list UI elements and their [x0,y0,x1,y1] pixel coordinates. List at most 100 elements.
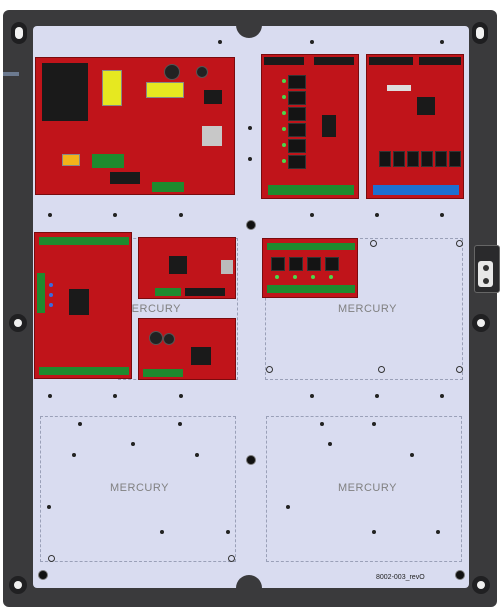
latch-plate [478,261,493,287]
standoff-hole [113,213,117,217]
mercury-zone [266,416,462,562]
relay [407,151,419,167]
mercury-zone [265,238,463,380]
status-led [282,127,286,131]
bottom-notch [236,575,262,589]
heatsink [42,63,88,121]
relay [288,139,306,153]
terminal-block [267,243,355,250]
terminal-block [373,185,459,195]
connector [314,57,354,65]
standoff-hole [131,442,135,446]
relay [421,151,433,167]
ethernet-port [221,260,233,274]
mounting-hole-icon [472,576,490,594]
standoff-hole [78,422,82,426]
output-board[interactable] [262,238,358,298]
mercury-zone-label: MERCURY [338,303,397,315]
ic-chip [417,97,435,115]
standoff-hole [218,40,222,44]
status-led [282,111,286,115]
status-led [49,283,53,287]
relay [271,257,285,271]
terminal-block [39,367,129,375]
standoff-hole [160,530,164,534]
relay [379,151,391,167]
status-led [282,95,286,99]
standoff-hole [328,442,332,446]
status-led [275,275,279,279]
standoff-ring [48,555,55,562]
mercury-zone [40,416,236,562]
relay [449,151,461,167]
connector [369,57,413,65]
terminal-block [268,185,354,195]
standoff-hole [310,394,314,398]
status-led [311,275,315,279]
capacitor [163,333,175,345]
heatsink [202,126,222,146]
mercury-zone-label: MERCURY [338,482,397,494]
standoff-hole [310,40,314,44]
standoff-hole [48,394,52,398]
standoff-ring [378,366,385,373]
top-notch [236,24,262,38]
standoff-hole [410,453,414,457]
io-board[interactable] [366,54,464,199]
latch-screw-icon [483,278,489,284]
standoff-ring [370,240,377,247]
standoff-hole [48,213,52,217]
relay [435,151,447,167]
capacitor [164,64,180,80]
standoff-hole [372,422,376,426]
standoff-hole [195,453,199,457]
standoff-hole [440,40,444,44]
relay [325,257,339,271]
relay-board[interactable] [261,54,359,199]
connector [264,57,304,65]
controller-board[interactable] [138,237,236,299]
fuse [62,154,80,166]
status-led [49,293,53,297]
ic-chip [204,90,222,104]
screw-icon [38,570,48,580]
mounting-hole-icon [472,314,490,332]
ic-chip [387,85,411,91]
power-supply-board[interactable] [35,57,235,195]
relay [288,75,306,89]
transformer [102,70,122,106]
standoff-hole [436,530,440,534]
terminal-block [155,288,181,296]
relay [288,91,306,105]
relay [307,257,321,271]
standoff-hole [72,453,76,457]
relay [288,155,306,169]
mounting-hole-icon [9,314,27,332]
ic-chip [69,289,89,315]
standoff-ring [456,366,463,373]
standoff-hole [179,213,183,217]
ic-chip [169,256,187,274]
hinge-tab [3,72,19,76]
standoff-hole [248,126,252,130]
screw-icon [455,570,465,580]
screw-icon [246,455,256,465]
ic-chip [191,347,211,365]
reader-interface-board[interactable] [34,232,132,379]
status-led [282,79,286,83]
power-monitor-board[interactable] [138,318,236,380]
standoff-ring [456,240,463,247]
part-number-label: 8002-003_revO [376,574,425,581]
status-led [293,275,297,279]
capacitor [149,331,163,345]
mercury-zone-label: MERCURY [122,303,181,315]
keyhole-mount-icon [472,22,488,44]
capacitor [196,66,208,78]
standoff-hole [178,422,182,426]
standoff-hole [310,213,314,217]
standoff-hole [320,422,324,426]
ic-chip [322,115,336,137]
status-led [49,303,53,307]
standoff-hole [286,505,290,509]
status-led [282,143,286,147]
